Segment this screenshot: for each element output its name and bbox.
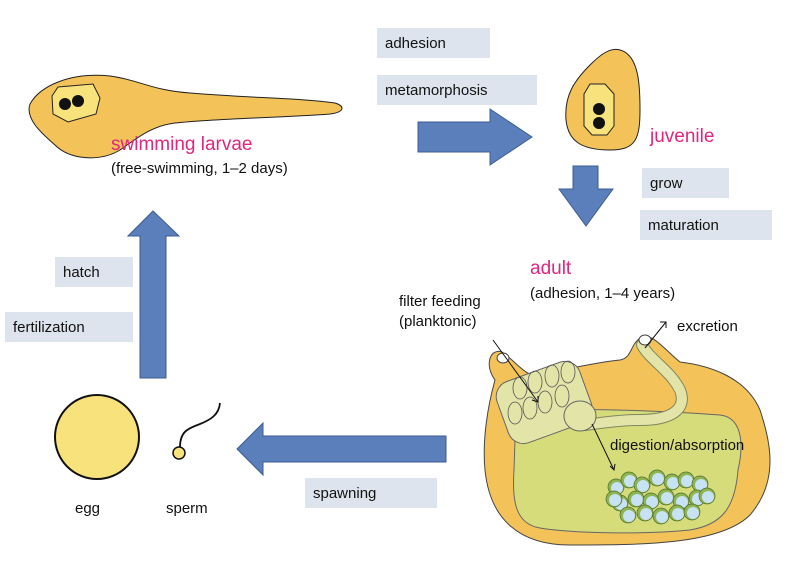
arrow-down-icon: [558, 165, 614, 227]
arrow-left-icon: [236, 421, 447, 477]
gonad-cell: [640, 508, 652, 520]
label-maturation: maturation: [640, 210, 772, 240]
arrow-up-icon: [126, 210, 181, 379]
gonad-cell: [624, 475, 636, 487]
gonad-cell: [661, 492, 673, 504]
stage-adult-name: adult: [530, 258, 572, 279]
larva-body: [28, 74, 343, 159]
juvenile-eyespot: [593, 103, 605, 115]
annotation-excretion: excretion: [677, 318, 738, 335]
pointer-digestion: [591, 423, 615, 471]
label-adhesion: adhesion: [377, 28, 490, 58]
gonad-cell: [637, 480, 649, 492]
gill-slits: [507, 360, 576, 425]
stage-adult-detail: (adhesion, 1–4 years): [530, 285, 676, 302]
label-hatch: hatch: [55, 257, 133, 287]
gonad-cell: [631, 494, 643, 506]
gonad-cell: [695, 479, 707, 491]
arrow-right-icon: [417, 108, 533, 166]
pointer-head: [609, 463, 616, 472]
pointer-head: [531, 396, 539, 403]
adult-figure: [483, 334, 771, 546]
stage-larvae-name: swimming larvae: [111, 134, 253, 155]
pointer-excretion: [644, 321, 667, 349]
label-spawning: spawning: [305, 478, 437, 508]
juvenile-figure: [565, 48, 641, 151]
gonad-cell: [656, 511, 668, 523]
larva-eyespot: [59, 98, 71, 110]
pointer-head: [660, 321, 667, 328]
gonad-cell: [702, 491, 714, 503]
sperm-tail: [179, 402, 221, 448]
stage-juvenile-name: juvenile: [650, 126, 715, 147]
larva-eyespot: [72, 95, 84, 107]
stage-sperm-name: sperm: [166, 500, 208, 517]
adult-excretory-tube-fill: [580, 340, 687, 430]
gonad-cell: [646, 496, 658, 508]
gonad-cell: [609, 494, 621, 506]
annotation-digestion: digestion/absorption: [610, 437, 745, 454]
sperm-head: [172, 446, 186, 460]
pointer-filter-feeding: [492, 339, 539, 403]
gonad-cell: [667, 477, 679, 489]
gonad-cell: [672, 508, 684, 520]
label-grow: grow: [642, 168, 729, 198]
gonad-cell: [623, 510, 635, 522]
stage-egg-name: egg: [75, 500, 101, 517]
gonad-cell: [652, 473, 664, 485]
egg-figure: [54, 394, 140, 480]
annotation-filter-feeding: filter feeding: [399, 293, 481, 310]
gonad-cells: [605, 469, 716, 525]
juvenile-eyespot: [593, 117, 605, 129]
stage-larvae-detail: (free-swimming, 1–2 days): [111, 160, 288, 177]
annotation-planktonic: (planktonic): [399, 313, 477, 330]
gonad-cell: [687, 507, 699, 519]
gonad-cell: [681, 475, 693, 487]
adult-esophagus: [563, 400, 597, 432]
label-fertilization: fertilization: [5, 312, 133, 342]
label-metamorphosis: metamorphosis: [377, 75, 537, 105]
larva-figure: [28, 74, 343, 159]
